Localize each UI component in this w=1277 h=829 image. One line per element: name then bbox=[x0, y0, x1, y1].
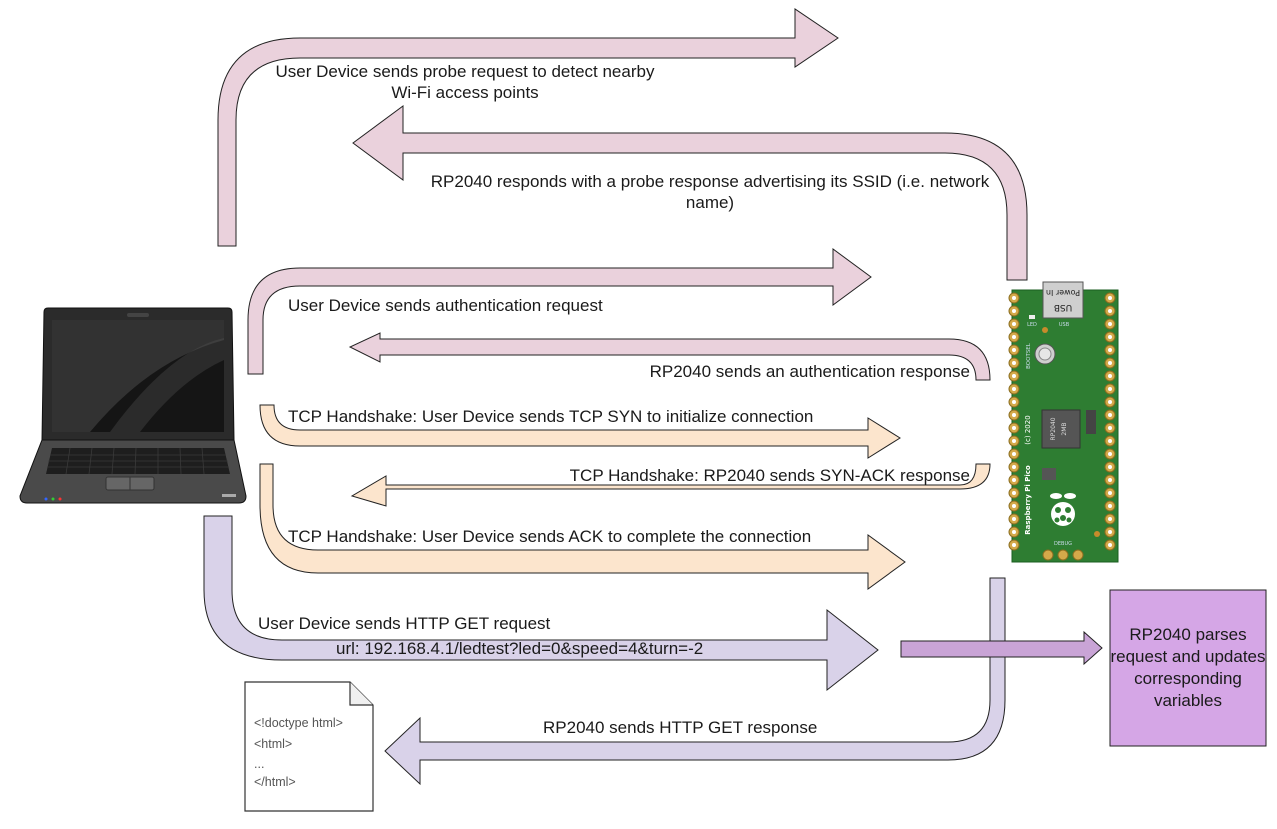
gpio-pin-hole bbox=[1108, 465, 1112, 469]
usb-connector: Power In USB bbox=[1042, 281, 1084, 319]
rp2040-chip: RP2040 2MB bbox=[1041, 409, 1081, 449]
tcp-syn-label: TCP Handshake: User Device sends TCP SYN… bbox=[288, 407, 814, 426]
gpio-pin-hole bbox=[1108, 361, 1112, 365]
gpio-pin-hole bbox=[1012, 426, 1016, 430]
probe-request-label: User Device sends probe request to detec… bbox=[275, 62, 655, 102]
led-label: LED bbox=[1027, 322, 1037, 328]
gpio-pin-hole bbox=[1012, 517, 1016, 521]
bootsel-label: BOOTSEL bbox=[1026, 342, 1032, 369]
gpio-pin-hole bbox=[1012, 439, 1016, 443]
parse-arrow bbox=[900, 630, 1103, 666]
probe-request-arrow bbox=[217, 8, 839, 247]
gpio-pin-hole bbox=[1108, 426, 1112, 430]
auth-request-label: User Device sends authentication request bbox=[288, 296, 603, 315]
gpio-pin-hole bbox=[1012, 543, 1016, 547]
parse-box-label: RP2040 parses request and updates corres… bbox=[1110, 625, 1266, 710]
http-get-request-label: User Device sends HTTP GET request bbox=[258, 614, 551, 633]
http-get-url-label: url: 192.168.4.1/ledtest?led=0&speed=4&t… bbox=[336, 639, 704, 658]
doc-line-html-open: <html> bbox=[254, 737, 293, 751]
laptop-icon bbox=[19, 307, 247, 504]
doc-line-ellipsis: ... bbox=[254, 757, 265, 771]
raspberry-logo-icon bbox=[1050, 493, 1076, 526]
gpio-pin-hole bbox=[1012, 452, 1016, 456]
gpio-pin-hole bbox=[1108, 413, 1112, 417]
parse-box bbox=[1109, 589, 1267, 747]
copyright-label: (c) 2020 bbox=[1024, 415, 1032, 444]
auth-response-arrow bbox=[348, 332, 991, 381]
gpio-pin-hole bbox=[1108, 530, 1112, 534]
gpio-pin-hole bbox=[1108, 387, 1112, 391]
gpio-pin-hole bbox=[1012, 387, 1016, 391]
doc-line-doctype: <!doctype html> bbox=[254, 716, 343, 730]
gpio-pin-hole bbox=[1012, 413, 1016, 417]
gpio-pin-hole bbox=[1012, 335, 1016, 339]
gpio-pin-hole bbox=[1012, 348, 1016, 352]
tcp-ack-arrow bbox=[259, 463, 906, 590]
usb-connector-label: USB bbox=[1054, 302, 1072, 312]
gpio-pin-hole bbox=[1108, 439, 1112, 443]
debug-pins bbox=[1042, 549, 1084, 561]
auth-request-arrow bbox=[247, 248, 872, 375]
gpio-pin-hole bbox=[1108, 504, 1112, 508]
gpio-pin-hole bbox=[1012, 361, 1016, 365]
gpio-pin-hole bbox=[1108, 309, 1112, 313]
raspberry-pi-pico-board: Power In USB USB LED BOOTSEL RP2040 2MB … bbox=[1005, 281, 1120, 567]
chip-flash-label: 2MB bbox=[1061, 422, 1068, 435]
gpio-pin-hole bbox=[1012, 465, 1016, 469]
gpio-pin-hole bbox=[1108, 335, 1112, 339]
gpio-pin-hole bbox=[1012, 530, 1016, 534]
tcp-synack-label: TCP Handshake: RP2040 sends SYN-ACK resp… bbox=[569, 466, 970, 485]
http-get-request-arrow bbox=[203, 515, 879, 692]
debug-label: DEBUG bbox=[1054, 541, 1072, 547]
http-get-response-arrow bbox=[384, 577, 1006, 786]
tcp-syn-arrow bbox=[259, 404, 901, 459]
gpio-pins bbox=[1008, 292, 1116, 551]
probe-response-label: RP2040 responds with a probe response ad… bbox=[430, 172, 990, 212]
gpio-pin-hole bbox=[1012, 478, 1016, 482]
gpio-pin-hole bbox=[1108, 348, 1112, 352]
gpio-pin-hole bbox=[1108, 322, 1112, 326]
brand-label: Raspberry Pi Pico bbox=[1024, 465, 1032, 535]
gpio-pin-hole bbox=[1012, 491, 1016, 495]
gpio-pin-hole bbox=[1108, 400, 1112, 404]
usb-label: USB bbox=[1059, 322, 1070, 328]
html-document-icon bbox=[244, 681, 374, 812]
doc-line-html-close: </html> bbox=[254, 775, 296, 789]
tcp-ack-label: TCP Handshake: User Device sends ACK to … bbox=[288, 527, 812, 546]
http-get-response-label: RP2040 sends HTTP GET response bbox=[543, 718, 818, 737]
gpio-pin-hole bbox=[1108, 543, 1112, 547]
gpio-pin-hole bbox=[1108, 452, 1112, 456]
gpio-pin-hole bbox=[1108, 374, 1112, 378]
auth-response-label: RP2040 sends an authentication response bbox=[649, 362, 970, 381]
gpio-pin-hole bbox=[1108, 296, 1112, 300]
gpio-pin-hole bbox=[1012, 322, 1016, 326]
probe-response-arrow bbox=[352, 105, 1028, 281]
gpio-pin-hole bbox=[1012, 504, 1016, 508]
gpio-pin-hole bbox=[1012, 400, 1016, 404]
parse-box-text: RP2040 parses request and updates corres… bbox=[1110, 590, 1266, 746]
tcp-synack-arrow bbox=[350, 463, 991, 507]
gpio-pin-hole bbox=[1108, 517, 1112, 521]
gpio-pin-hole bbox=[1108, 491, 1112, 495]
chip-label: RP2040 bbox=[1050, 417, 1057, 440]
power-in-label: Power In bbox=[1046, 288, 1080, 297]
gpio-pin-hole bbox=[1012, 296, 1016, 300]
gpio-pin-hole bbox=[1012, 374, 1016, 378]
gpio-pin-hole bbox=[1108, 478, 1112, 482]
gpio-pin-hole bbox=[1012, 309, 1016, 313]
